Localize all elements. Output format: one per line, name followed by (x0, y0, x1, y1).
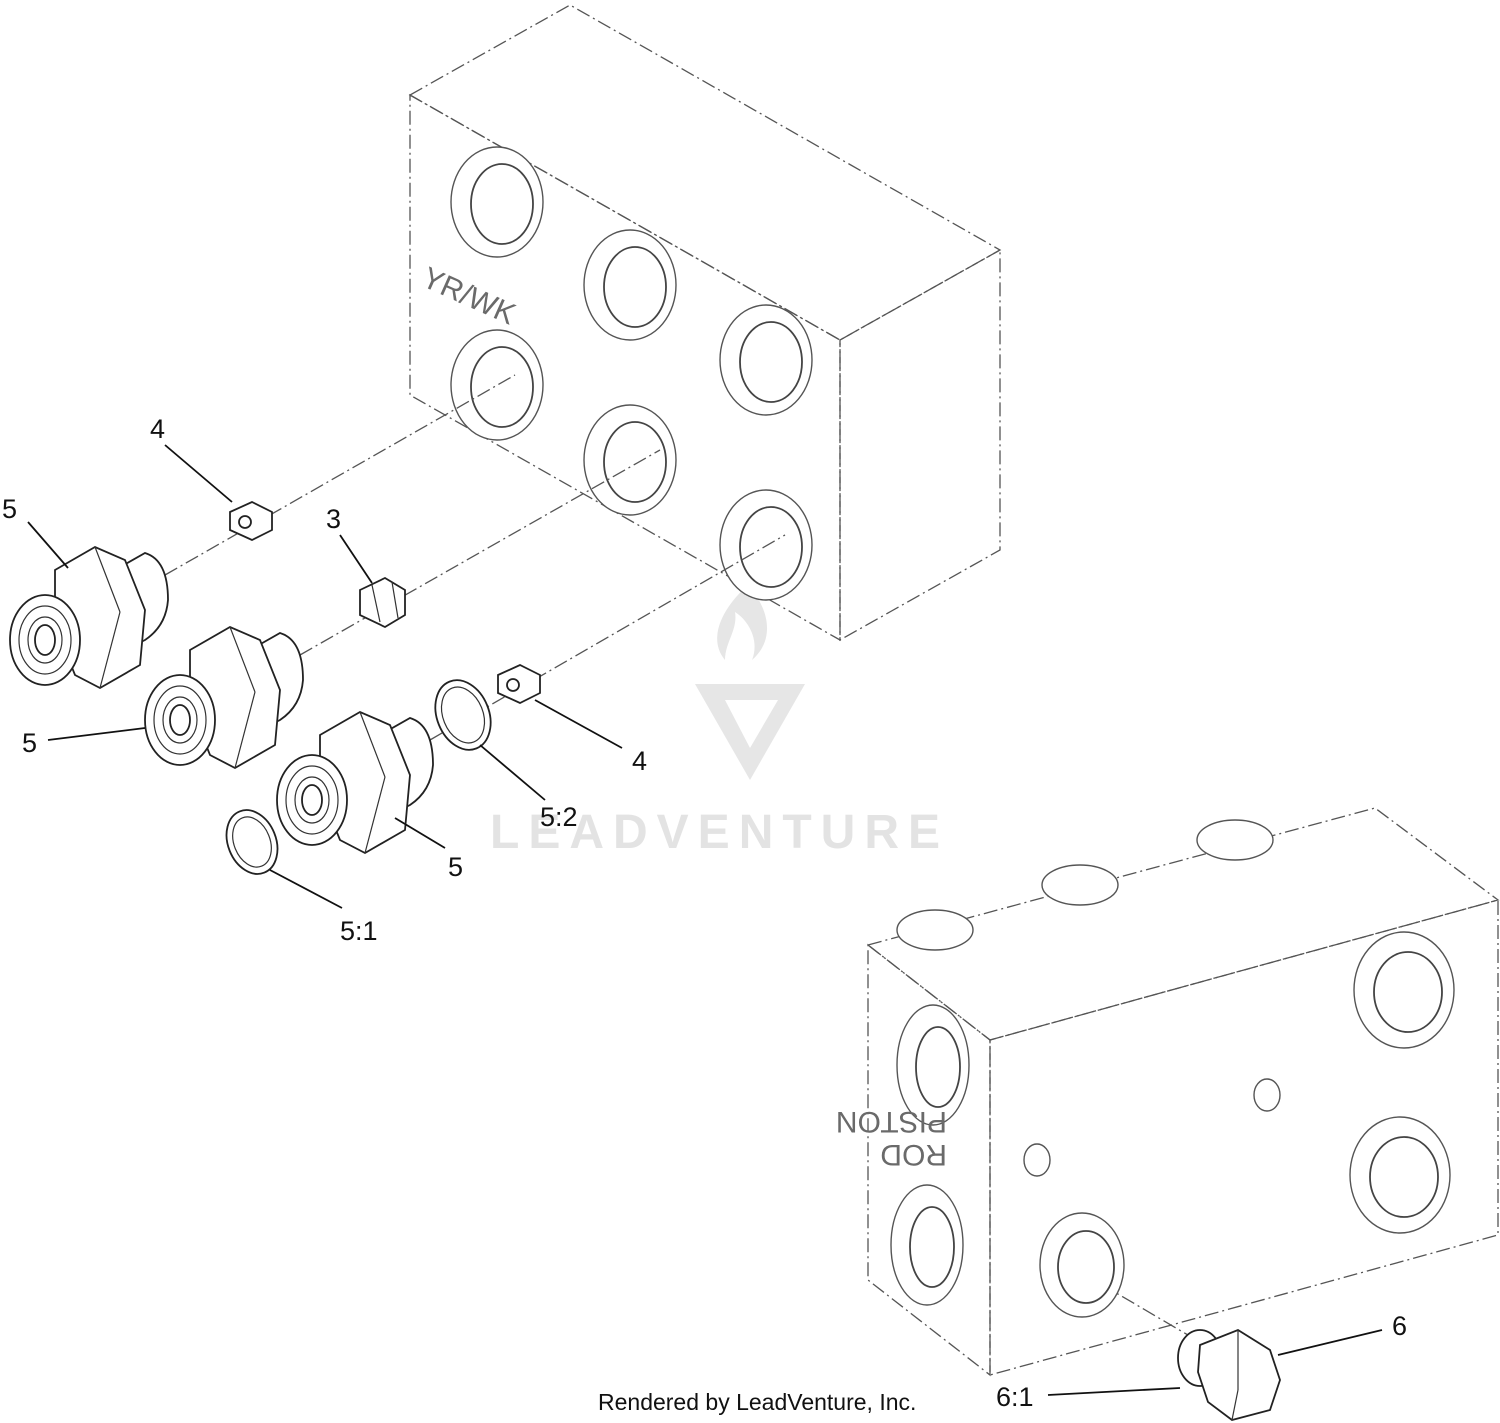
callout-label: 5 (2, 494, 17, 524)
orifice-plug (497, 664, 541, 704)
lower-block-port (896, 1004, 970, 1126)
lower-manifold-block: PISTON ROD (836, 807, 1500, 1377)
straight-fitting (144, 625, 304, 770)
lower-block-port (1353, 931, 1455, 1049)
leadventure-watermark: LEADVENTURE (490, 585, 949, 859)
straight-fitting (9, 545, 169, 690)
callout-label: 6 (1392, 1311, 1407, 1341)
callout-label: 5 (22, 728, 37, 758)
hex-plug (1177, 1328, 1281, 1421)
assembly-center-lines (164, 374, 1206, 1346)
callout-label: 4 (632, 746, 647, 776)
upper-block-stamp: YR/WK (417, 261, 520, 331)
leader-lines (27, 444, 1383, 1396)
render-credit: Rendered by LeadVenture, Inc. (598, 1389, 916, 1415)
o-ring (225, 809, 279, 875)
lower-block-port (1039, 1212, 1125, 1318)
upper-block-port (719, 304, 813, 416)
check-valve-insert (359, 576, 406, 629)
lower-block-port (1349, 1116, 1451, 1234)
orifice-plug (229, 501, 273, 541)
lower-block-stamp-line2: ROD (880, 1138, 947, 1171)
callout-label: 3 (326, 504, 341, 534)
o-ring (434, 679, 492, 751)
upper-block-port (583, 229, 677, 341)
upper-block-port (450, 329, 544, 441)
watermark-text: LEADVENTURE (490, 806, 949, 859)
callout-label: 5:2 (540, 802, 578, 832)
callout-label: 6:1 (996, 1382, 1034, 1412)
straight-fitting (276, 710, 434, 855)
lower-block-stamp: PISTON ROD (836, 1105, 947, 1171)
callout-label: 5 (448, 852, 463, 882)
callout-label: 5:1 (340, 916, 378, 946)
lower-block-port (890, 1184, 964, 1306)
callout-label: 4 (150, 414, 165, 444)
upper-block-port (719, 489, 813, 601)
upper-block-port (583, 404, 677, 516)
callout-labels: 4 5 3 5 4 5:2 5 5:1 6 6:1 (2, 414, 1407, 1412)
upper-block-port (450, 146, 544, 258)
lower-block-stamp-line1: PISTON (836, 1105, 947, 1138)
upper-manifold-block: YR/WK (408, 4, 1002, 642)
